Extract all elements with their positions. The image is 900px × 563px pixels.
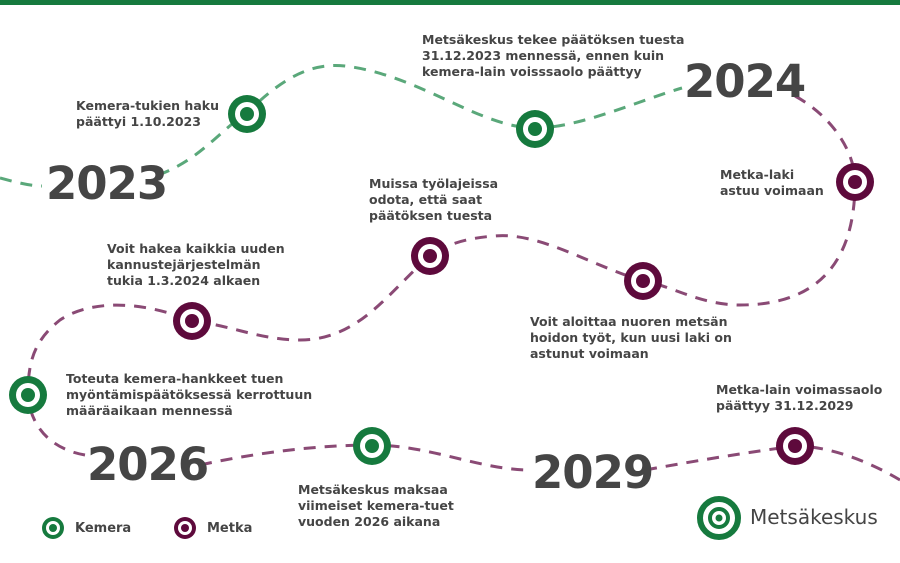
event-label: Kemera-tukien haku päättyi 1.10.2023	[76, 98, 219, 129]
kemera-path	[0, 63, 683, 188]
metka-node	[173, 302, 211, 340]
metsakeskus-logo-icon	[697, 496, 741, 540]
metka-node	[624, 262, 662, 300]
event-label: Toteuta kemera-hankkeet tuen myöntämispä…	[66, 371, 313, 418]
year-2024: 2024	[684, 55, 806, 108]
metka-node	[411, 237, 449, 275]
event-label: Metka-lain voimassaolo päättyy 31.12.202…	[716, 382, 883, 413]
metka-node	[836, 163, 874, 201]
year-2026: 2026	[87, 438, 209, 491]
kemera-node	[353, 427, 391, 465]
legend-kemera-icon	[42, 517, 64, 539]
legend-metka-icon	[174, 517, 196, 539]
year-2023: 2023	[46, 157, 168, 210]
top-bar	[0, 0, 900, 5]
kemera-node	[9, 376, 47, 414]
event-label: Muissa työlajeissa odota, että saat päät…	[369, 176, 499, 223]
logo-text: Metsäkeskus	[750, 505, 878, 529]
kemera-node	[228, 95, 266, 133]
event-label: Voit hakea kaikkia uuden kannustejärjest…	[107, 241, 285, 288]
legend-kemera-label: Kemera	[75, 521, 132, 536]
event-label: Metsäkeskus tekee päätöksen tuesta 31.12…	[422, 32, 685, 79]
year-2029: 2029	[532, 446, 654, 499]
event-label: Voit aloittaa nuoren metsän hoidon työt,…	[530, 314, 732, 361]
legend-metka-label: Metka	[207, 521, 253, 536]
metka-node	[776, 427, 814, 465]
kemera-node	[516, 110, 554, 148]
event-label: Metsäkeskus maksaa viimeiset kemera-tuet…	[298, 482, 454, 529]
event-label: Metka-laki astuu voimaan	[720, 167, 824, 198]
